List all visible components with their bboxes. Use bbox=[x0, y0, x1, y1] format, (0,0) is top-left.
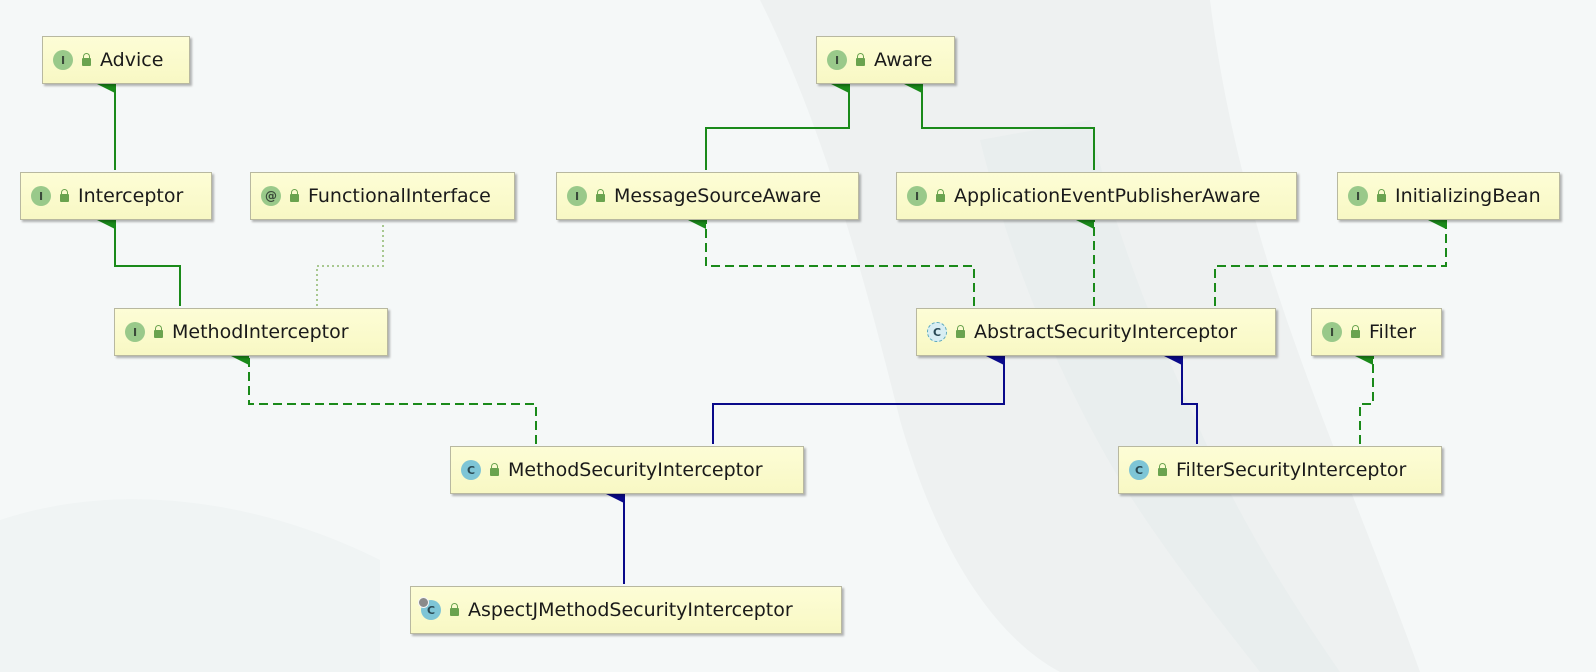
node-label: AspectJMethodSecurityInterceptor bbox=[468, 599, 793, 621]
interface-icon: I bbox=[1348, 186, 1368, 206]
annotation-icon: @ bbox=[261, 186, 281, 206]
edge-methodinterceptor-interceptor bbox=[97, 211, 181, 306]
node-advice[interactable]: I Advice bbox=[42, 36, 190, 84]
node-aware[interactable]: I Aware bbox=[816, 36, 955, 84]
node-filter-security-interceptor[interactable]: C FilterSecurityInterceptor bbox=[1118, 446, 1442, 494]
interface-icon: I bbox=[53, 50, 73, 70]
node-aspectj-method-security-interceptor[interactable]: C AspectJMethodSecurityInterceptor bbox=[410, 586, 842, 634]
node-label: MethodSecurityInterceptor bbox=[508, 459, 763, 481]
class-icon: C bbox=[418, 597, 441, 620]
node-method-security-interceptor[interactable]: C MethodSecurityInterceptor bbox=[450, 446, 804, 494]
public-lock-icon bbox=[956, 325, 965, 338]
edge-abstractsecurityinterceptor-messagesourceaware bbox=[688, 211, 975, 306]
interface-icon: I bbox=[31, 186, 51, 206]
interface-icon: I bbox=[827, 50, 847, 70]
node-interceptor[interactable]: I Interceptor bbox=[20, 172, 212, 220]
node-label: Advice bbox=[100, 49, 164, 71]
node-label: Filter bbox=[1369, 321, 1417, 343]
public-lock-icon bbox=[1377, 189, 1386, 202]
node-label: ApplicationEventPublisherAware bbox=[954, 185, 1261, 207]
node-method-interceptor[interactable]: I MethodInterceptor bbox=[114, 308, 388, 356]
edge-methodinterceptor-functionalinterface bbox=[316, 222, 384, 306]
class-icon: C bbox=[461, 460, 481, 480]
node-label: InitializingBean bbox=[1395, 185, 1541, 207]
public-lock-icon bbox=[856, 53, 865, 66]
edge-messagesourceaware-aware bbox=[705, 75, 850, 170]
node-label: Aware bbox=[874, 49, 933, 71]
class-icon-letter: C bbox=[426, 603, 436, 617]
interface-icon: I bbox=[567, 186, 587, 206]
interface-icon: I bbox=[125, 322, 145, 342]
public-lock-icon bbox=[596, 189, 605, 202]
node-initializing-bean[interactable]: I InitializingBean bbox=[1337, 172, 1560, 220]
node-functional-interface[interactable]: @ FunctionalInterface bbox=[250, 172, 515, 220]
node-label: AbstractSecurityInterceptor bbox=[974, 321, 1238, 343]
public-lock-icon bbox=[290, 189, 299, 202]
abstract-class-icon: C bbox=[927, 322, 947, 342]
node-application-event-publisher-aware[interactable]: I ApplicationEventPublisherAware bbox=[896, 172, 1297, 220]
edge-methodsecurityinterceptor-methodinterceptor bbox=[231, 347, 537, 444]
public-lock-icon bbox=[154, 325, 163, 338]
edge-abstractsecurityinterceptor-initializingbean bbox=[1214, 211, 1447, 306]
node-label: MethodInterceptor bbox=[172, 321, 349, 343]
public-lock-icon bbox=[1158, 463, 1167, 476]
edge-filtersecurityinterceptor-filter bbox=[1355, 347, 1374, 444]
edge-applicationeventpublisheraware-aware bbox=[904, 75, 1095, 170]
public-lock-icon bbox=[450, 603, 459, 616]
public-lock-icon bbox=[1351, 325, 1360, 338]
edge-filtersecurityinterceptor-abstractsecurityinterceptor bbox=[1164, 347, 1198, 444]
public-lock-icon bbox=[936, 189, 945, 202]
node-message-source-aware[interactable]: I MessageSourceAware bbox=[556, 172, 859, 220]
node-label: FunctionalInterface bbox=[308, 185, 491, 207]
class-icon: C bbox=[1129, 460, 1149, 480]
public-lock-icon bbox=[82, 53, 91, 66]
interface-icon: I bbox=[907, 186, 927, 206]
edge-methodsecurityinterceptor-abstractsecurityinterceptor bbox=[712, 347, 1005, 444]
node-abstract-security-interceptor[interactable]: C AbstractSecurityInterceptor bbox=[916, 308, 1276, 356]
node-label: Interceptor bbox=[78, 185, 184, 207]
interface-icon: I bbox=[1322, 322, 1342, 342]
test-marker-icon bbox=[418, 597, 429, 608]
public-lock-icon bbox=[60, 189, 69, 202]
public-lock-icon bbox=[490, 463, 499, 476]
node-filter[interactable]: I Filter bbox=[1311, 308, 1442, 356]
node-label: MessageSourceAware bbox=[614, 185, 822, 207]
node-label: FilterSecurityInterceptor bbox=[1176, 459, 1407, 481]
